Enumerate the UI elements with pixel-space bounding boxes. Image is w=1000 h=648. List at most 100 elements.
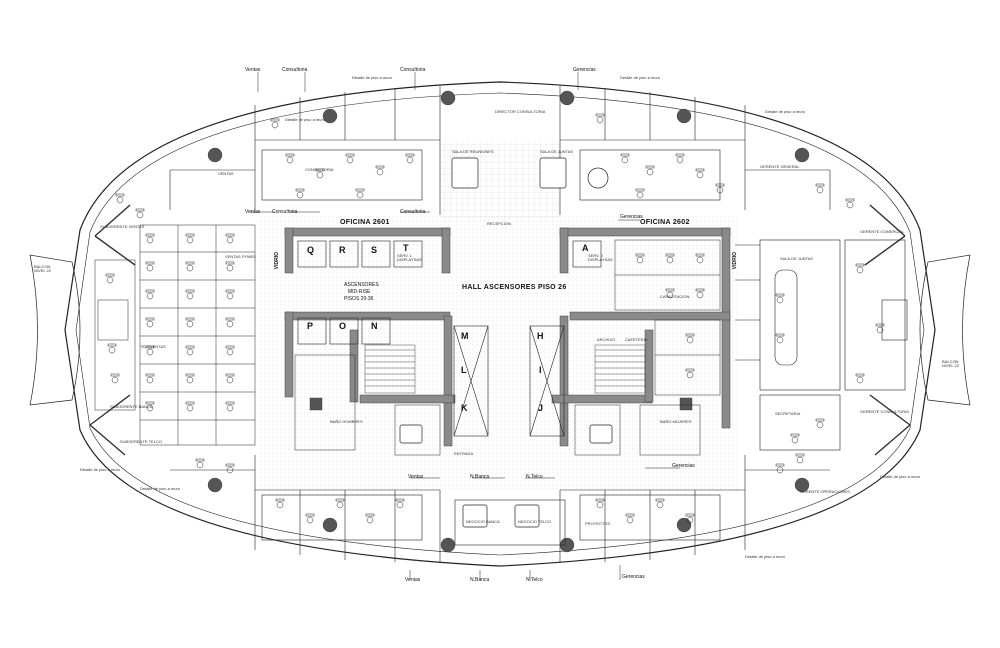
room-label: SECRETARIA bbox=[775, 411, 801, 416]
top-offices bbox=[169, 86, 831, 215]
desk-edge bbox=[815, 418, 825, 422]
detail-note: Detalle de piso a muro bbox=[765, 109, 806, 114]
desk-edge bbox=[185, 289, 195, 293]
chair-symbol bbox=[276, 501, 284, 509]
room-label: PROYECTOS bbox=[585, 521, 611, 526]
chair-symbol bbox=[111, 376, 119, 384]
desk-edge bbox=[270, 118, 280, 122]
chair-symbol bbox=[226, 348, 234, 356]
desk-edge bbox=[405, 153, 415, 157]
chair-symbol bbox=[306, 516, 314, 524]
elevator-letter: A bbox=[582, 243, 589, 253]
chair-symbol bbox=[136, 211, 144, 219]
chair-symbol bbox=[716, 186, 724, 194]
elevator-letter: J bbox=[538, 403, 544, 413]
entrada-label: ENTRADA bbox=[454, 451, 474, 456]
room-label: TELEVENTAS bbox=[140, 344, 166, 349]
desk-edge bbox=[185, 317, 195, 321]
chair-symbol bbox=[816, 421, 824, 429]
desk-edge bbox=[345, 153, 355, 157]
room-label: NEGOCIO TELCO bbox=[518, 519, 552, 524]
desk-edge bbox=[145, 261, 155, 265]
desk-edge bbox=[625, 513, 635, 517]
desk-edge bbox=[875, 323, 885, 327]
chair-symbol bbox=[656, 501, 664, 509]
room-label: BAÑO MUJERES bbox=[660, 419, 692, 424]
chair-symbol bbox=[186, 404, 194, 412]
chair-symbol bbox=[186, 236, 194, 244]
chair-symbol bbox=[666, 291, 674, 299]
dept-tag-consultoria-top: Consultoria bbox=[282, 67, 308, 73]
room-label: CAFETERIA bbox=[625, 337, 648, 342]
desk-edge bbox=[145, 317, 155, 321]
room-label: GERENTE OPERACIONES bbox=[800, 489, 850, 494]
desk-edge bbox=[110, 373, 120, 377]
desk-edge bbox=[775, 463, 785, 467]
desk-edge bbox=[595, 498, 605, 502]
chair-symbol bbox=[791, 436, 799, 444]
desk-edge bbox=[145, 233, 155, 237]
elevator-cabins bbox=[297, 240, 602, 437]
desk-edge bbox=[655, 498, 665, 502]
room-label: SUBGERENTE VENTAS bbox=[100, 224, 145, 229]
balcon-left-label: BALCON NIVEL 22 bbox=[34, 264, 51, 273]
dept-tag-gerencias-foot: Gerencias bbox=[622, 574, 645, 580]
desk-edge bbox=[685, 513, 695, 517]
detail-note: Detalle de piso a muro bbox=[620, 75, 661, 80]
desk-edge bbox=[185, 373, 195, 377]
dept-tag-consultoria-top-2: Consultoria bbox=[400, 67, 426, 73]
chair-symbol bbox=[856, 376, 864, 384]
detail-note: Detalle de piso a muro bbox=[880, 474, 921, 479]
balcony-right bbox=[919, 254, 971, 406]
chair-symbol bbox=[186, 292, 194, 300]
meeting-tables bbox=[399, 157, 613, 528]
chair-symbol bbox=[296, 191, 304, 199]
desk-edge bbox=[695, 253, 705, 257]
desk-edge bbox=[225, 317, 235, 321]
elevator-letter: P bbox=[307, 321, 314, 331]
chair-symbol bbox=[636, 256, 644, 264]
elevator-letter: N bbox=[371, 321, 378, 331]
chair-symbol bbox=[686, 516, 694, 524]
room-label: SUBGERENTE BANCA bbox=[110, 404, 153, 409]
chair-symbol bbox=[336, 501, 344, 509]
chair-symbol bbox=[116, 196, 124, 204]
oficina-2601-interior bbox=[294, 354, 701, 456]
desk-edge bbox=[335, 498, 345, 502]
ascensores-label-2: MID-RISE bbox=[348, 289, 371, 295]
elevator-letter: R bbox=[339, 245, 346, 255]
dept-tag-consultoria-mid: Consultoria bbox=[272, 209, 298, 215]
desk-edge bbox=[315, 168, 325, 172]
chair-symbol bbox=[816, 186, 824, 194]
recepcion-label: RECEPCION bbox=[487, 221, 511, 226]
room-label: NEGOCIO BANCA bbox=[466, 519, 500, 524]
desk-edge bbox=[145, 345, 155, 349]
tag-lines bbox=[250, 72, 680, 580]
desk-edge bbox=[295, 188, 305, 192]
desk-edge bbox=[145, 401, 155, 405]
chair-symbol bbox=[186, 264, 194, 272]
chair-symbol bbox=[696, 171, 704, 179]
desk-edge bbox=[620, 153, 630, 157]
room-label: SUBGERENTE TELCO bbox=[120, 439, 162, 444]
chair-symbol bbox=[846, 201, 854, 209]
elevator-letter: Q bbox=[307, 245, 315, 255]
chair-symbol bbox=[226, 376, 234, 384]
desk-edge bbox=[225, 401, 235, 405]
desk-edge bbox=[105, 273, 115, 277]
chair-symbol bbox=[108, 346, 116, 354]
stairs bbox=[364, 344, 646, 394]
chair-symbol bbox=[626, 516, 634, 524]
chair-symbol bbox=[686, 336, 694, 344]
desk-edge bbox=[775, 293, 785, 297]
desk-edge bbox=[855, 263, 865, 267]
desk-edge bbox=[185, 345, 195, 349]
right-boardroom bbox=[735, 239, 908, 451]
ascensores-label-3: PISOS 20-36 bbox=[344, 296, 374, 302]
desk-edge bbox=[275, 498, 285, 502]
chair-symbol bbox=[146, 376, 154, 384]
chair-symbol bbox=[346, 156, 354, 164]
chair-symbol bbox=[271, 121, 279, 129]
elevator-letter: T bbox=[403, 243, 409, 253]
desk-edge bbox=[195, 458, 205, 462]
